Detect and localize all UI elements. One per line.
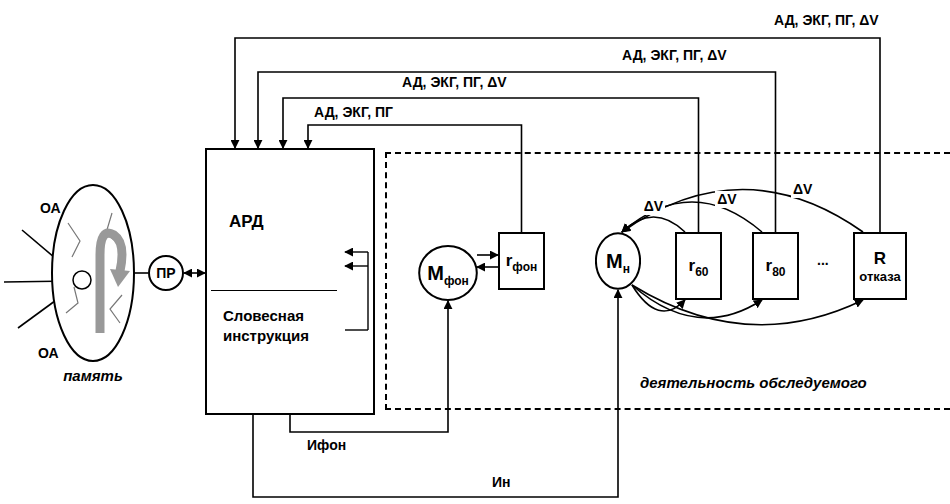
connector-label: ΔV: [791, 181, 814, 198]
feedback-loop: [345, 252, 368, 330]
connector: [622, 190, 863, 233]
connector-label: Ифон: [305, 437, 348, 454]
model-ellipse: Мн: [595, 232, 641, 290]
block-text: Словесная инструкция: [223, 306, 341, 346]
loop-wire: [345, 329, 368, 330]
symbol-text: М: [427, 262, 444, 285]
free-label: ОА: [38, 200, 63, 217]
loop-wire: [345, 251, 368, 252]
symbol-group: r80: [766, 256, 786, 276]
symbol-group: r60: [689, 256, 709, 276]
memory-arrowhead: [110, 269, 130, 287]
activity-region: деятельность обследуемогоМфонrфонМнr60r8…: [385, 152, 950, 410]
region-label: деятельность обследуемого: [640, 374, 867, 391]
free-label: ОА: [36, 345, 61, 362]
symbol-text: r: [766, 256, 773, 276]
memory-label: память: [40, 367, 146, 384]
symbol-index: отказа: [859, 269, 900, 284]
connector: [134, 272, 148, 274]
ellipse-shape: [596, 233, 640, 289]
connector: [253, 290, 618, 497]
symbol-text: r: [689, 256, 696, 276]
connector-label: ΔV: [642, 198, 665, 215]
reaction-box: rфон: [498, 232, 545, 290]
memory-point: [73, 271, 91, 289]
block-divider: [211, 290, 337, 291]
connector: [477, 254, 498, 256]
connector: [308, 125, 522, 232]
symbol-group: Мн: [606, 250, 630, 273]
process-circle: ПР: [148, 255, 184, 291]
loop-wire: [367, 252, 368, 330]
connector: [290, 301, 448, 432]
symbol-index: 80: [772, 265, 785, 279]
connector: [184, 272, 205, 274]
ellipse-outline: [418, 245, 478, 301]
symbol-index: н: [623, 262, 630, 276]
failure-box: Rотказа: [853, 232, 907, 300]
connector-label: АД, ЭКГ, ПГ, ΔV: [620, 47, 729, 64]
circle-text: ПР: [156, 265, 175, 281]
symbol-text: R: [874, 249, 886, 269]
connector: [477, 266, 498, 268]
connector: [632, 285, 863, 325]
memory-texture: [66, 213, 122, 323]
symbol-index: 60: [695, 265, 708, 279]
memory-ellipse: [52, 185, 134, 361]
connector-label: АД, ЭКГ, ПГ: [312, 104, 395, 121]
memory-outline: [50, 183, 136, 363]
loop-wire: [345, 265, 368, 266]
free-label: ...: [815, 252, 831, 269]
connector-label: ΔV: [715, 191, 738, 208]
connector-label: АД, ЭКГ, ПГ, ΔV: [772, 12, 881, 29]
connector-label: Ин: [490, 474, 513, 491]
reaction-box: r80: [752, 232, 799, 300]
symbol-text: М: [606, 250, 623, 273]
symbol-group: rфон: [506, 251, 538, 271]
block-title: АРД: [229, 212, 264, 232]
memory-organ: память: [50, 183, 136, 388]
control-block: АРД Словесная инструкция: [205, 148, 375, 415]
ellipse-shape: [419, 246, 477, 300]
connector-label: АД, ЭКГ, ПГ, ΔV: [400, 74, 509, 91]
reaction-box: r60: [675, 232, 722, 300]
connector: [235, 38, 880, 232]
symbol-index: фон: [444, 274, 469, 288]
symbol-group: Мфон: [427, 262, 469, 285]
connector: [283, 98, 699, 232]
symbol-text: r: [506, 251, 513, 271]
model-ellipse: Мфон: [418, 245, 478, 301]
symbol-index: фон: [512, 260, 537, 274]
